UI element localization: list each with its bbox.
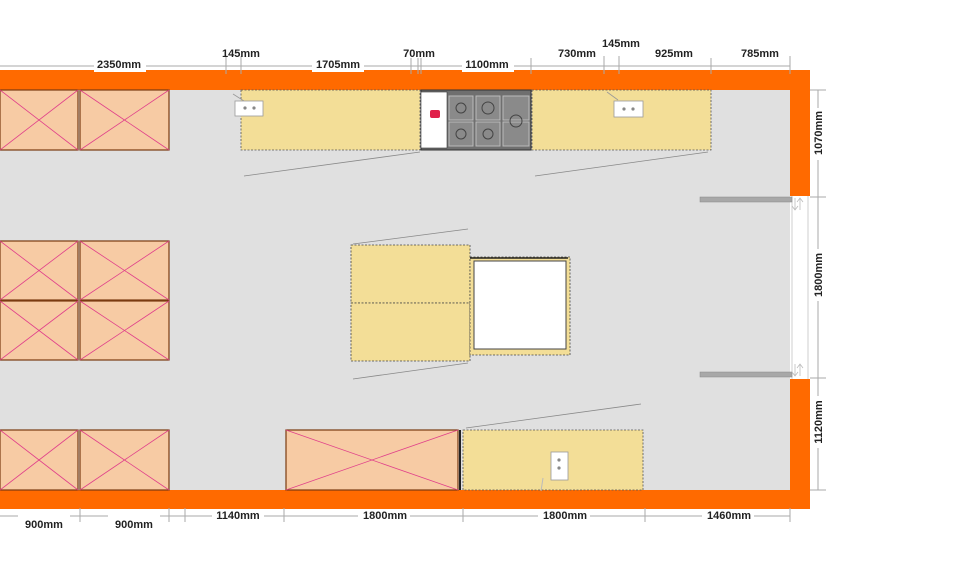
bottom-dimensions: 900mm 900mm 1140mm 1800mm 1800mm 1460mm [25,510,751,531]
range-cooker[interactable] [420,89,532,151]
socket-icon [613,100,644,118]
doorway-opening [790,196,810,379]
socket-icon [234,100,264,117]
cooker-control-icon [430,110,440,118]
tall-unit[interactable] [285,429,459,491]
tall-unit[interactable] [0,89,79,151]
dimension-label: 1120mm [813,400,825,444]
dimension-label: 785mm [741,48,779,60]
dimension-label: 2350mm [97,59,141,71]
dimension-label: 145mm [602,38,640,50]
base-cabinet[interactable] [531,89,712,151]
dimension-label: 1140mm [216,510,260,522]
dimension-label: 1705mm [316,59,360,71]
right-dimensions: 1070mm 1800mm 1120mm [813,111,825,444]
dimension-label: 900mm [115,519,153,531]
kitchen-island [350,228,571,380]
dimension-label: 70mm [403,48,435,60]
door-panel-lower [699,371,793,378]
dimension-label: 925mm [655,48,693,60]
dimension-label: 1460mm [707,510,751,522]
door-swing-arrows [791,197,804,377]
top-base-cabinets [232,89,712,177]
dimension-label-backgrounds [18,58,825,524]
dimension-label: 900mm [25,519,63,531]
dimension-label: 1800mm [813,253,825,297]
hob-icon [448,95,530,147]
tall-unit[interactable] [0,429,79,491]
dimension-label: 1070mm [813,111,825,155]
dimension-label: 1100mm [465,59,509,71]
tall-unit[interactable] [0,240,79,301]
door-panel-upper [699,196,793,203]
base-cabinet[interactable] [240,89,421,151]
dimension-label: 730mm [558,48,596,60]
island-cabinet[interactable] [350,302,471,362]
island-cabinet[interactable] [350,244,471,304]
tall-unit[interactable] [79,429,170,491]
tall-unit[interactable] [79,300,170,361]
dimension-label: 1800mm [363,510,407,522]
dimension-label: 145mm [222,48,260,60]
tall-unit[interactable] [79,89,170,151]
tall-unit[interactable] [0,300,79,361]
dimension-label: 1800mm [543,510,587,522]
tall-units [0,89,459,491]
sink-icon [540,451,569,492]
top-dimensions: 2350mm 145mm 1705mm 70mm 1100mm 730mm 14… [97,38,779,71]
tall-unit[interactable] [79,240,170,301]
